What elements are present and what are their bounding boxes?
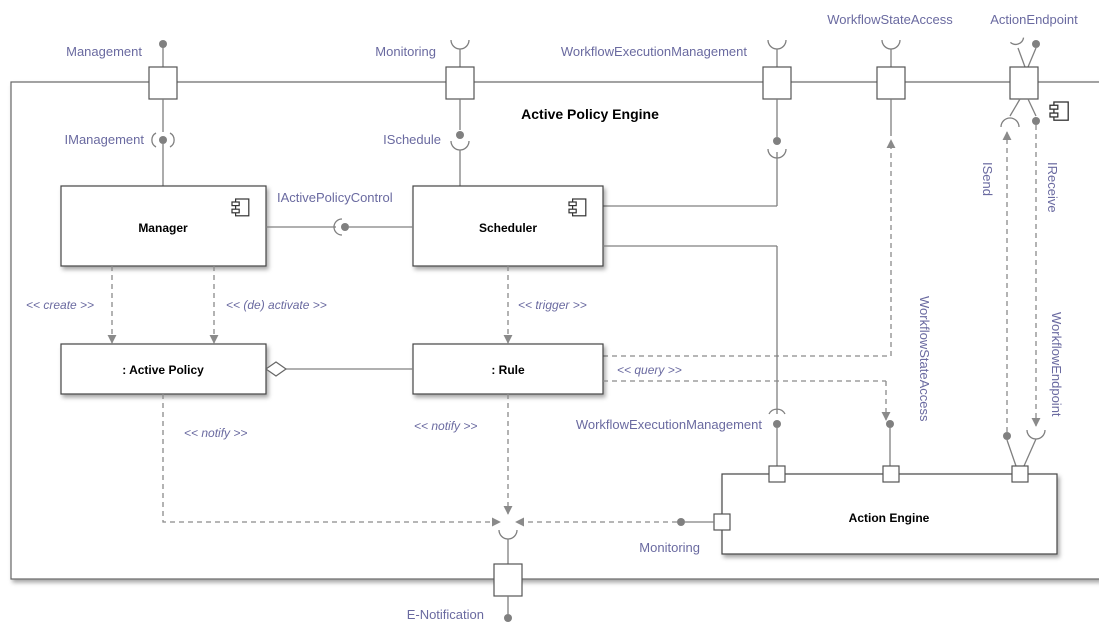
imanagement-label: IManagement bbox=[65, 132, 145, 147]
action-engine-label: Action Engine bbox=[849, 511, 930, 525]
management-label: Management bbox=[66, 44, 142, 59]
monitoring-top-label: Monitoring bbox=[375, 44, 436, 59]
action-engine-port-wem[interactable] bbox=[768, 465, 786, 483]
action-engine-port-monitoring[interactable] bbox=[713, 513, 731, 531]
notify-left-label: << notify >> bbox=[184, 426, 247, 440]
e-notification-port[interactable] bbox=[493, 529, 523, 622]
ireceive-label: IReceive bbox=[1045, 162, 1060, 213]
engine-title: Active Policy Engine bbox=[521, 106, 659, 122]
ischedule-label: ISchedule bbox=[383, 132, 441, 147]
action-endpoint-port[interactable] bbox=[1000, 37, 1040, 128]
monitoring-port-top[interactable] bbox=[445, 39, 475, 186]
scheduler-label: Scheduler bbox=[479, 221, 537, 235]
isend-label: ISend bbox=[980, 162, 995, 196]
action-endpoint-label: ActionEndpoint bbox=[990, 12, 1078, 27]
action-engine-component[interactable] bbox=[721, 473, 1058, 555]
workflow-execution-management-mid-label: WorkflowExecutionManagement bbox=[576, 417, 763, 432]
workflow-execution-management-top-label: WorkflowExecutionManagement bbox=[561, 44, 748, 59]
workflow-state-access-port-top[interactable] bbox=[876, 39, 906, 136]
scheduler-component[interactable] bbox=[412, 185, 604, 267]
monitoring-bottom-label: Monitoring bbox=[639, 540, 700, 555]
workflow-endpoint-vertical-label: WorkflowEndpoint bbox=[1049, 312, 1064, 417]
management-port[interactable] bbox=[148, 40, 178, 186]
rule-component[interactable] bbox=[412, 343, 604, 395]
aggregation-connector bbox=[264, 361, 413, 377]
rule-label: : Rule bbox=[491, 363, 525, 377]
iactive-policy-control-connector bbox=[266, 218, 413, 236]
workflow-state-access-vertical-label: WorkflowStateAccess bbox=[917, 296, 932, 422]
manager-label: Manager bbox=[138, 221, 188, 235]
query-label: << query >> bbox=[617, 363, 682, 377]
active-policy-label: : Active Policy bbox=[122, 363, 204, 377]
manager-component[interactable] bbox=[60, 185, 267, 267]
workflow-execution-management-mid-connector bbox=[768, 408, 786, 466]
iactive-policy-control-label: IActivePolicyControl bbox=[277, 190, 393, 205]
workflow-execution-management-port-top[interactable] bbox=[603, 39, 792, 207]
trigger-label: << trigger >> bbox=[518, 298, 587, 312]
workflow-state-access-top-label: WorkflowStateAccess bbox=[827, 12, 953, 27]
active-policy-component[interactable] bbox=[60, 343, 267, 395]
action-engine-port-endpoint[interactable] bbox=[1011, 465, 1029, 483]
notify-right-label: << notify >> bbox=[414, 419, 477, 433]
notify-left-dependency bbox=[162, 394, 501, 527]
deactivate-label: << (de) activate >> bbox=[226, 298, 327, 312]
create-label: << create >> bbox=[26, 298, 94, 312]
action-engine-port-wsa[interactable] bbox=[882, 465, 900, 483]
e-notification-label: E-Notification bbox=[407, 607, 484, 622]
